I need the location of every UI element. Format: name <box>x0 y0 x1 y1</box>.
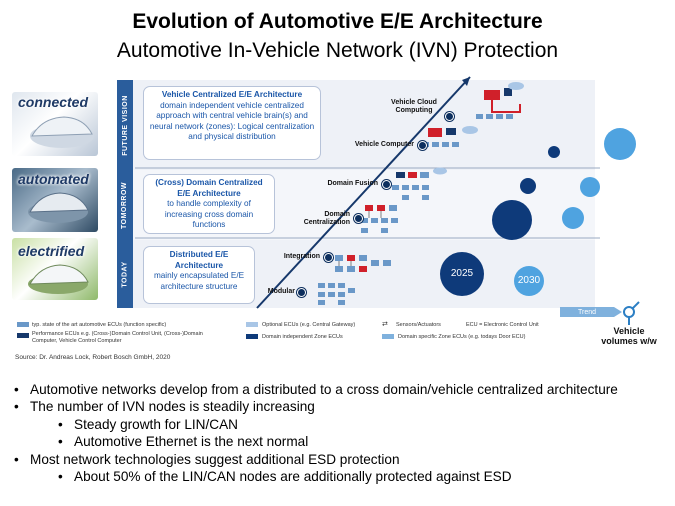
gender-icon <box>623 301 640 325</box>
electrified-car-image <box>12 238 98 300</box>
vehicle-volumes-label: Vehicle volumes w/w <box>601 326 657 346</box>
band-label-today: TODAY <box>117 240 133 308</box>
car-icon <box>28 264 89 294</box>
stage-domain-fusion: Domain Fusion <box>327 180 378 187</box>
connected-car-image <box>12 92 98 156</box>
today-description-box: Distributed E/E Architecture mainly enca… <box>143 246 255 304</box>
bullet-list: Automotive networks develop from a distr… <box>10 381 670 486</box>
tomorrow-box-title: (Cross) Domain Centralized E/E Architect… <box>155 178 263 198</box>
future-box-title: Vehicle Centralized E/E Architecture <box>161 90 303 99</box>
volume-bubble-2030 <box>514 266 544 296</box>
stage-node-domain-fusion <box>382 180 391 189</box>
future-box-body: domain independent vehicle centralized a… <box>149 100 315 142</box>
ecu-cluster-domain-fusion <box>392 167 447 200</box>
legend-domain-zone: Domain independent Zone ECUs <box>262 334 343 340</box>
today-box-title: Distributed E/E Architecture <box>169 250 229 270</box>
page-subtitle: Automotive In-Vehicle Network (IVN) Prot… <box>116 39 559 62</box>
stage-node-integration <box>324 253 333 262</box>
tomorrow-box-body: to handle complexity of increasing cross… <box>164 199 254 229</box>
legend-domain-specific: Domain specific Zone ECUs (e.g. todays D… <box>398 334 526 340</box>
bullet-item: Automotive networks develop from a distr… <box>10 381 670 399</box>
legend-optional: Optional ECUs (e.g. Central Gateway) <box>262 322 356 328</box>
legend-swatch-optional <box>246 322 258 327</box>
legend-typ: typ. state of the art automotive ECUs (f… <box>32 322 167 328</box>
ecu-cluster-vehicle-computer <box>422 126 478 147</box>
bullet-item: Most network technologies suggest additi… <box>10 451 670 469</box>
band-label-future: FUTURE VISION <box>117 80 133 170</box>
volume-bubble <box>604 128 636 160</box>
future-description-box: Vehicle Centralized E/E Architecture dom… <box>143 86 321 160</box>
page-title: Evolution of Automotive E/E Architecture <box>132 10 543 33</box>
automated-car-image <box>12 168 98 232</box>
legend-swatch-domain-specific <box>382 334 394 339</box>
legend-swatch-typ <box>17 322 29 327</box>
sub-bullet-item: Steady growth for LIN/CAN <box>10 416 670 434</box>
stage-node-vehicle-cloud <box>445 112 454 121</box>
ecu-cluster-vehicle-cloud <box>476 82 524 119</box>
legend-ecu: ECU = Electronic Control Unit <box>466 322 539 328</box>
sub-bullet-item: About 50% of the LIN/CAN nodes are addit… <box>10 468 670 486</box>
stage-vehicle-cloud: Vehicle Cloud Computing <box>391 99 437 114</box>
legend-sensors: Sensors/Actuators <box>396 322 441 328</box>
band-label-tomorrow: TOMORROW <box>117 170 133 240</box>
volume-bubble <box>520 178 536 194</box>
volume-bubble <box>492 200 532 240</box>
volume-bubble <box>562 207 584 229</box>
ecu-cluster-integration <box>335 255 391 272</box>
legend-swatch-domain-zone <box>246 334 258 339</box>
connected-label: connected <box>18 94 89 110</box>
source-note: Source: Dr. Andreas Lock, Robert Bosch G… <box>15 354 171 361</box>
stage-modular: Modular <box>267 288 295 295</box>
volume-bubble <box>548 146 560 158</box>
volume-bubble <box>580 177 600 197</box>
stage-node-domain-centralization <box>354 214 363 223</box>
stage-integration: Integration <box>283 253 320 260</box>
tomorrow-description-box: (Cross) Domain Centralized E/E Architect… <box>143 174 275 234</box>
legend-performance: Performance ECUs e.g. (Cross-)Domain Con… <box>32 331 203 344</box>
ecu-cluster-domain-centralization <box>361 205 398 233</box>
automated-label: automated <box>18 171 89 187</box>
year-2030: 2030 <box>517 275 541 286</box>
volume-bubble-2025 <box>440 252 484 296</box>
trend-label: Trend <box>578 309 597 316</box>
sensor-icon: ⇄ <box>382 321 388 328</box>
electrified-label: electrified <box>18 243 85 259</box>
bullet-item: The number of IVN nodes is steadily incr… <box>10 398 670 416</box>
car-icon <box>30 116 94 148</box>
year-2025: 2025 <box>450 268 474 279</box>
stage-node-vehicle-computer <box>418 141 427 150</box>
ecu-cluster-modular <box>318 283 355 305</box>
stage-domain-centralization: Domain Centralization <box>303 211 350 226</box>
today-box-body: mainly encapsulated E/E architecture str… <box>153 271 245 291</box>
legend-swatch-performance <box>17 333 29 338</box>
sub-bullet-item: Automotive Ethernet is the next normal <box>10 433 670 451</box>
stage-node-modular <box>297 288 306 297</box>
stage-vehicle-computer: Vehicle Computer <box>354 141 414 148</box>
car-icon <box>28 192 89 223</box>
